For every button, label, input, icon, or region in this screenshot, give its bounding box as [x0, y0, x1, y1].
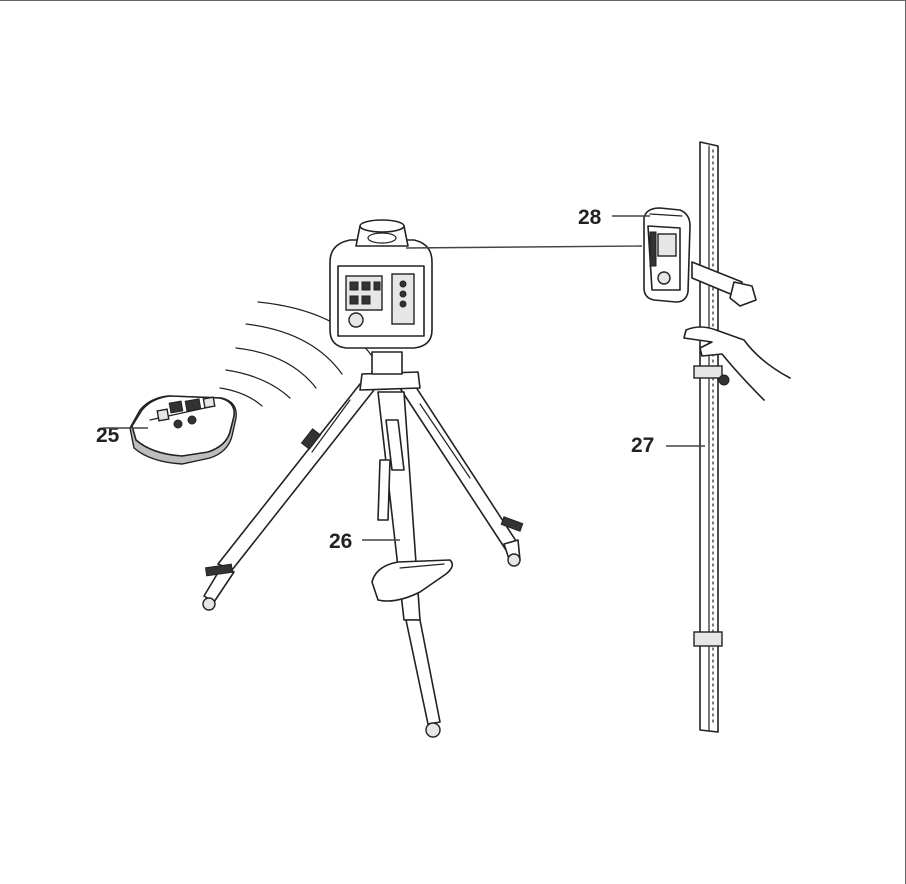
rotation-laser: [329, 219, 643, 349]
label-staff-27: 27: [631, 434, 654, 457]
callouts: 25 26 27 28: [96, 206, 705, 553]
signal-waves: [219, 301, 373, 407]
label-remote-25: 25: [96, 424, 120, 447]
hand: [683, 326, 791, 401]
label-tripod-26: 26: [329, 530, 352, 553]
remote-control: [129, 395, 237, 465]
laser-receiver: [643, 207, 691, 303]
leveling-staff: [691, 141, 757, 733]
label-receiver-28: 28: [578, 206, 602, 229]
tripod: [202, 351, 524, 738]
